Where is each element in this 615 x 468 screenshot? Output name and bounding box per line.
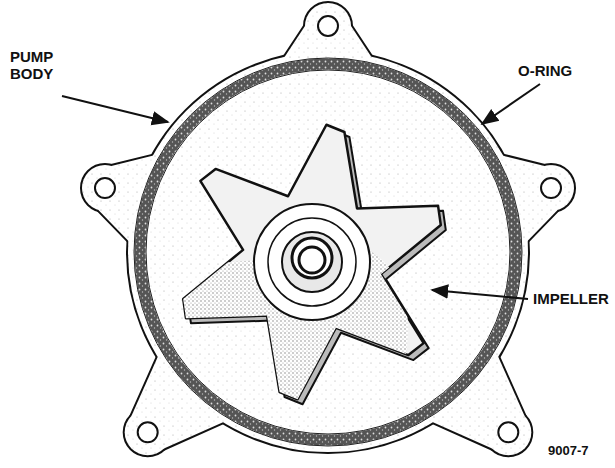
bolt-ear bbox=[528, 165, 574, 211]
part-label: PUMP BODY bbox=[10, 48, 70, 83]
o-ring-groove bbox=[146, 70, 510, 434]
impeller bbox=[162, 125, 446, 412]
bolt-ear bbox=[485, 409, 531, 455]
body-shell bbox=[128, 52, 528, 452]
bolt-ear bbox=[305, 3, 351, 49]
o-ring-groove bbox=[134, 58, 522, 446]
bolt-hole bbox=[318, 16, 338, 36]
body-shell bbox=[128, 52, 528, 452]
impeller-hub bbox=[268, 218, 356, 306]
bolt-hole bbox=[138, 422, 158, 442]
bolt-ear bbox=[125, 409, 171, 455]
bolt-ear bbox=[82, 165, 128, 211]
figure-number: 9007-7 bbox=[548, 444, 610, 459]
impeller-hub bbox=[292, 238, 332, 278]
pump-body-face bbox=[82, 3, 574, 455]
pump-body bbox=[82, 3, 574, 455]
part-label: IMPELLER bbox=[533, 290, 611, 307]
bolt-ear bbox=[125, 409, 171, 455]
o-ring bbox=[140, 64, 516, 440]
bolt-hole bbox=[541, 178, 561, 198]
shaft-bore bbox=[299, 247, 325, 273]
impeller-hub bbox=[282, 232, 342, 292]
impeller-hub bbox=[254, 204, 370, 320]
bolt-ear bbox=[305, 3, 351, 49]
bolt-ear bbox=[82, 165, 128, 211]
leader-lines bbox=[62, 84, 540, 299]
part-label: O-RING bbox=[518, 62, 608, 79]
bolt-hole bbox=[498, 422, 518, 442]
bolt-hole bbox=[95, 178, 115, 198]
bolt-ear bbox=[485, 409, 531, 455]
leader-line bbox=[432, 290, 528, 299]
leader-line bbox=[62, 96, 168, 122]
bolt-ear bbox=[528, 165, 574, 211]
leader-line bbox=[482, 84, 540, 124]
